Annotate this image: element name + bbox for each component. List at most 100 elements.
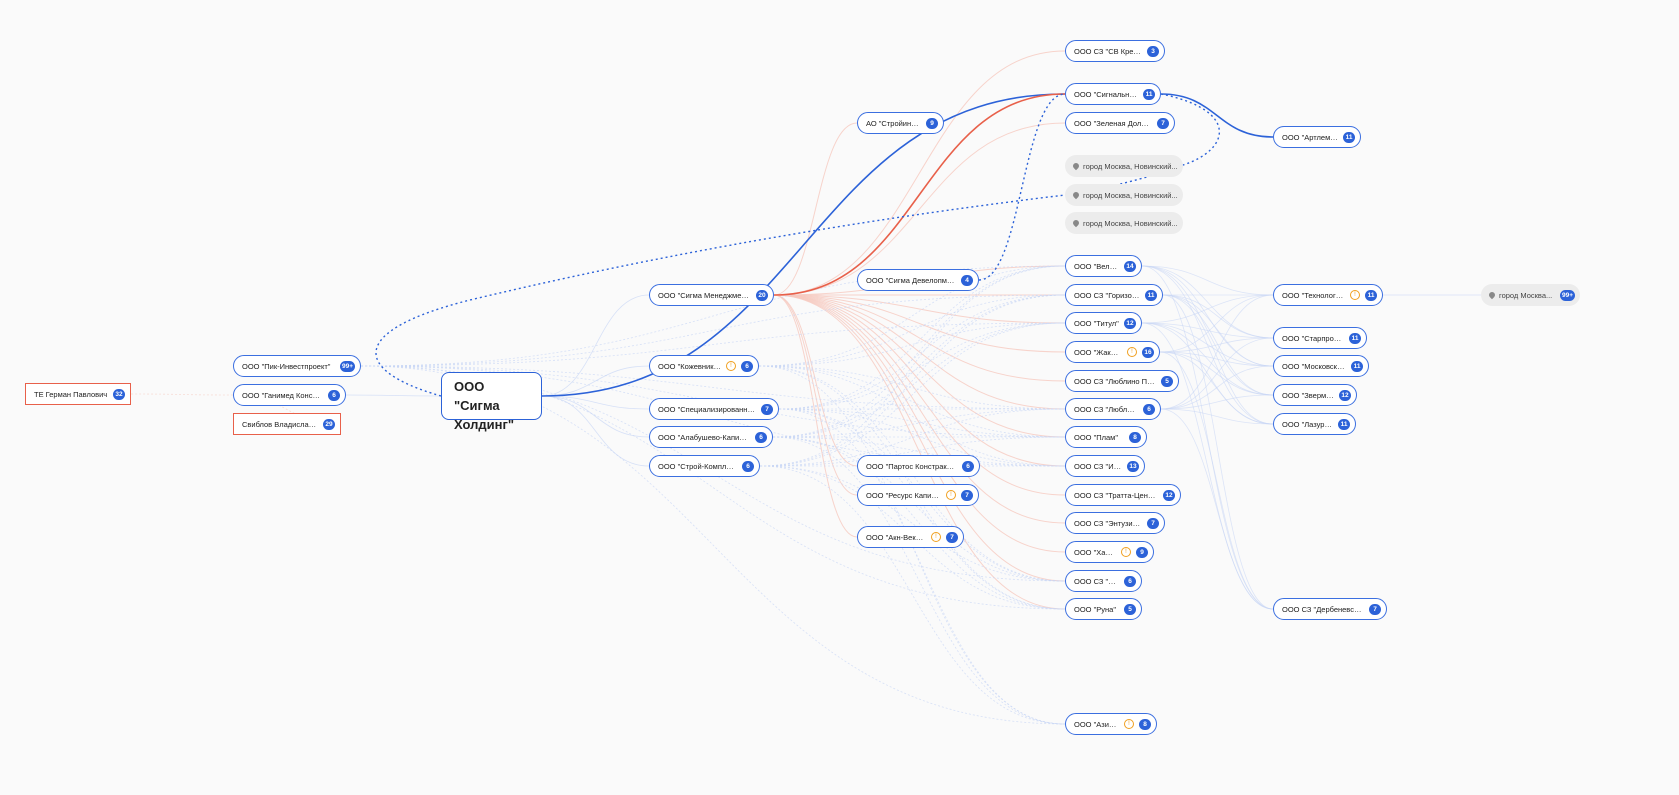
edge-faint xyxy=(345,394,442,397)
count-badge: 11 xyxy=(1143,88,1155,100)
node-label: ООО "Московское... xyxy=(1282,361,1346,371)
count-badge: 12 xyxy=(1339,389,1351,401)
count-badge: 11 xyxy=(1349,332,1361,344)
edge-faint xyxy=(773,294,858,496)
company-node-specializirovannyy[interactable]: ООО "Специализированны...7 xyxy=(649,398,779,420)
node-label: АО "Стройинфо" xyxy=(866,118,921,128)
root-node[interactable]: ООО "Сигма Холдинг" xyxy=(441,372,542,432)
company-node-artlemis[interactable]: ООО "Артлемис"11 xyxy=(1273,126,1361,148)
node-label: ООО "Плам" xyxy=(1074,432,1119,442)
edge-faint xyxy=(1141,265,1274,610)
address-node-addr-1[interactable]: город Москва, Новинский... xyxy=(1065,155,1183,177)
node-label: ООО "Ганимед Консалт" xyxy=(242,390,323,400)
edge-faint xyxy=(1162,294,1274,610)
location-pin-icon xyxy=(1071,190,1081,200)
company-node-starprofi[interactable]: ООО "Старпрофи"11 xyxy=(1273,327,1367,349)
location-pin-icon xyxy=(1487,290,1497,300)
company-node-zhaklin[interactable]: ООО "Жаклин"!16 xyxy=(1065,341,1160,363)
edge-highlight-red xyxy=(773,93,1066,296)
edge-faint xyxy=(773,294,1066,382)
node-label: ООО "Партос Констракшн" xyxy=(866,461,957,471)
edge-faint xyxy=(1159,351,1274,367)
edge-faint xyxy=(773,294,1066,610)
edge-faint xyxy=(759,322,1066,467)
warning-icon: ! xyxy=(1350,290,1360,300)
edge-faint xyxy=(758,365,1066,467)
company-node-zvernia[interactable]: ООО "Звермия"12 xyxy=(1273,384,1357,406)
edge-faint xyxy=(1160,394,1274,410)
company-node-itz[interactable]: ООО СЗ "ИТЗ"13 xyxy=(1065,455,1145,477)
company-node-sigma-development[interactable]: ООО "Сигма Девелопмент"4 xyxy=(857,269,979,291)
company-node-azimut[interactable]: ООО "Азимут"!8 xyxy=(1065,713,1157,735)
node-label: ТЕ Герман Павлович xyxy=(34,389,108,399)
company-node-sv-kredit[interactable]: ООО СЗ "СВ Кредит"3 xyxy=(1065,40,1165,62)
company-node-technologii[interactable]: ООО "Технологии...! 11 xyxy=(1273,284,1383,306)
location-pin-icon xyxy=(1071,218,1081,228)
company-node-signalny[interactable]: ООО "Сигнальный"11 xyxy=(1065,83,1161,105)
edge-faint xyxy=(772,408,1066,438)
company-node-derbenevskiy[interactable]: ООО СЗ "Дербеневский"7 xyxy=(1273,598,1387,620)
company-node-stroyinfo[interactable]: АО "Стройинфо"9 xyxy=(857,112,944,134)
count-badge: 12 xyxy=(1124,317,1136,329)
node-label: ООО "Строй-Комплекс" xyxy=(658,461,737,471)
company-node-resurs[interactable]: ООО "Ресурс Капитал"!7 xyxy=(857,484,979,506)
company-node-partos[interactable]: ООО "Партос Констракшн"6 xyxy=(857,455,980,477)
company-node-moskovskoe[interactable]: ООО "Московское...11 xyxy=(1273,355,1369,377)
node-label: ООО СЗ "Дербеневский" xyxy=(1282,604,1364,614)
edge-faint xyxy=(759,436,1066,467)
company-node-gorizont[interactable]: ООО СЗ "Горизонт"11 xyxy=(1065,284,1163,306)
node-label: ООО СЗ "Тратта-Центр" xyxy=(1074,490,1158,500)
person-node-person-2[interactable]: Свиблов Владислав...29 xyxy=(233,413,341,435)
edge-faint xyxy=(773,294,1066,496)
edge-faint xyxy=(773,122,1066,296)
edge-highlight-blue xyxy=(1160,93,1274,138)
company-node-harom[interactable]: ООО "Харом...!9 xyxy=(1065,541,1154,563)
node-label: ООО "Лазурит" xyxy=(1282,419,1333,429)
company-node-pik-investproekt[interactable]: ООО "Пик-Инвестпроект"99+ xyxy=(233,355,361,377)
count-badge: 20 xyxy=(756,289,768,301)
count-badge: 8 xyxy=(1139,718,1151,730)
edge-faint xyxy=(541,294,650,397)
count-badge: 6 xyxy=(755,431,767,443)
company-node-plam[interactable]: ООО "Плам"8 xyxy=(1065,426,1147,448)
company-node-k11[interactable]: ООО СЗ "К11"6 xyxy=(1065,570,1142,592)
company-node-tratta[interactable]: ООО СЗ "Тратта-Центр"12 xyxy=(1065,484,1181,506)
node-label: ООО "Алабушево-Капитал" xyxy=(658,432,750,442)
node-label: город Москва, Новинский... xyxy=(1083,190,1178,200)
company-node-sigma-management[interactable]: ООО "Сигма Менеджмент"20 xyxy=(649,284,774,306)
count-badge: 7 xyxy=(946,531,958,543)
node-label: Свиблов Владислав... xyxy=(242,419,318,429)
edge-faint xyxy=(773,294,1066,582)
company-node-runa[interactable]: ООО "Руна"5 xyxy=(1065,598,1142,620)
node-label: ООО "Технологии... xyxy=(1282,290,1345,300)
edge-faint xyxy=(1160,365,1274,410)
edge-faint xyxy=(773,294,1066,467)
company-node-titul[interactable]: ООО "Титул" 12 xyxy=(1065,312,1142,334)
address-node-addr-4[interactable]: город Москва...99+ xyxy=(1481,284,1580,306)
company-node-lyublino-parking[interactable]: ООО СЗ "Люблино Паркинг"5 xyxy=(1065,370,1179,392)
node-label: ООО "Титул" xyxy=(1074,318,1119,328)
edge-faint xyxy=(541,395,650,438)
company-node-ganimed[interactable]: ООО "Ганимед Консалт"6 xyxy=(233,384,346,406)
count-badge: 11 xyxy=(1365,289,1377,301)
company-node-entuziast[interactable]: ООО СЗ "Энтузиаст"7 xyxy=(1065,512,1165,534)
edge-faint xyxy=(1141,265,1274,296)
address-node-addr-2[interactable]: город Москва, Новинский... xyxy=(1065,184,1183,206)
count-badge: 5 xyxy=(1124,603,1136,615)
company-node-lazurit[interactable]: ООО "Лазурит"11 xyxy=(1273,413,1356,435)
root-node-label: ООО "Сигма Холдинг" xyxy=(454,379,515,432)
company-node-lyublino[interactable]: ООО СЗ "Люблино...6 xyxy=(1065,398,1161,420)
company-node-kozhevniki[interactable]: ООО "Кожевники+"!6 xyxy=(649,355,759,377)
company-node-akn-vektor[interactable]: ООО "Акн-Вектор"!7 xyxy=(857,526,964,548)
company-node-alabushevo[interactable]: ООО "Алабушево-Капитал" 6 xyxy=(649,426,773,448)
edge-highlight-dotted xyxy=(1089,93,1220,193)
company-node-stroy-kompleks[interactable]: ООО "Строй-Комплекс"6 xyxy=(649,455,760,477)
node-label: ООО "Кожевники+" xyxy=(658,361,721,371)
address-node-addr-3[interactable]: город Москва, Новинский... xyxy=(1065,212,1183,234)
company-node-velna[interactable]: ООО "Велна"14 xyxy=(1065,255,1142,277)
company-node-zelenaya-dolina[interactable]: ООО "Зеленая Долина"7 xyxy=(1065,112,1175,134)
node-label: ООО СЗ "ИТЗ" xyxy=(1074,461,1122,471)
edge-faint xyxy=(778,408,1066,438)
